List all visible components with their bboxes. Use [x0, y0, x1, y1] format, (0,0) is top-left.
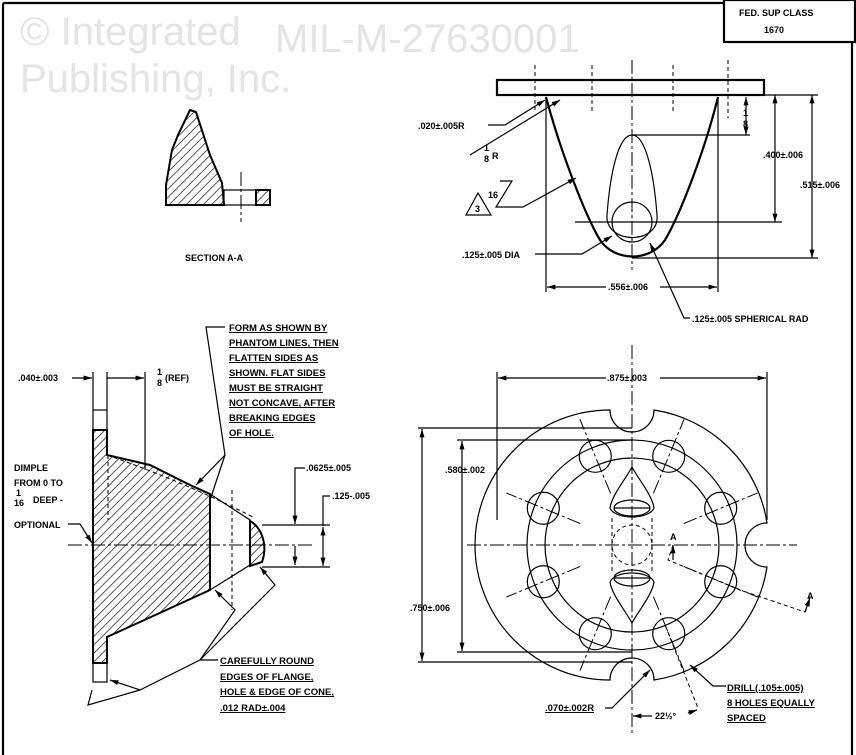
watermark-line-2: Publishing, Inc. — [20, 57, 291, 101]
hole-centerline — [506, 565, 581, 598]
section-mark-a: A — [807, 591, 814, 601]
notch-radius-label: .070±.002R — [545, 703, 594, 714]
dimple-note-line: DIMPLE — [14, 463, 48, 473]
dim-040: .040±.003 — [18, 373, 58, 383]
dim-580: .580±.002 — [445, 465, 485, 475]
section-mark-a: A — [670, 532, 677, 542]
dimple-note-line: DEEP - — [33, 495, 63, 505]
section-a-a-label: SECTION A-A — [185, 253, 244, 263]
hole-centerline — [506, 492, 581, 525]
watermark-line-3: MIL-M-27630001 — [275, 17, 580, 61]
form-note-line: BREAKING EDGES — [229, 413, 316, 424]
spherical-rad-label: .125±.005 SPHERICAL RAD — [692, 314, 809, 324]
form-note-line: FORM AS SHOWN BY — [229, 323, 328, 334]
dim-750: .750±.006 — [410, 603, 450, 613]
bolt-hole — [704, 565, 738, 599]
title-class-label: FED. SUP CLASS — [739, 8, 813, 18]
finish-triangle-icon — [464, 191, 493, 216]
dim-eighth-den: 8 — [743, 119, 748, 129]
finish-value: 16 — [488, 190, 498, 200]
finish-symbol: 3 — [475, 204, 480, 214]
dim-125: .125-.005 — [332, 491, 370, 501]
round-note-line: EDGES OF FLANGE, — [220, 672, 313, 683]
watermark: © Integrated Publishing, Inc. MIL-M-2763… — [20, 10, 580, 101]
drill-note-line: DRILL(.105±.005) — [727, 683, 804, 694]
round-note-line: CAREFULLY ROUND — [220, 656, 314, 667]
ref-label: (REF) — [165, 373, 189, 383]
form-note: FORM AS SHOWN BY PHANTOM LINES, THEN FLA… — [229, 323, 339, 439]
hole-centerline — [652, 419, 685, 494]
dimple-den: 16 — [14, 498, 24, 508]
eighth-radius-unit: R — [492, 151, 499, 161]
form-note-line: MUST BE STRAIGHT — [229, 383, 323, 394]
eighth-radius-den: 8 — [484, 154, 489, 164]
dimple-num: 1 — [16, 488, 21, 498]
round-note-line: HOLE & EDGE OF CONE, — [220, 687, 334, 698]
bolt-hole — [526, 491, 560, 525]
ref-den: 8 — [157, 378, 162, 388]
dim-eighth-num: 1 — [743, 108, 748, 118]
hole-dia-label: .125±.005 DIA — [462, 250, 520, 260]
dimple-note-line: OPTIONAL — [14, 520, 61, 530]
top-view: 1 8 .400±.006 .515±.006 .556±.006 .020±.… — [418, 60, 840, 324]
bolt-hole — [578, 617, 612, 651]
hole-centerline — [579, 596, 612, 671]
bolt-holes — [506, 419, 758, 671]
side-section-view: .040±.003 1 8 (REF) FORM AS SHOWN BY PHA… — [14, 323, 370, 714]
dimple-note: DIMPLE FROM 0 TO 1 16 DEEP - OPTIONAL — [14, 463, 63, 530]
eighth-radius-num: 1 — [484, 143, 489, 153]
round-note: CAREFULLY ROUND EDGES OF FLANGE, HOLE & … — [220, 656, 334, 714]
form-note-line: FLATTEN SIDES AS — [229, 353, 318, 364]
drill-note-line: 8 HOLES EQUALLY — [727, 698, 815, 709]
hole-centerline — [579, 419, 612, 494]
section-a-a-view: SECTION A-A — [165, 108, 271, 263]
flange-outline — [474, 409, 768, 681]
dimple-note-line: FROM 0 TO — [14, 478, 63, 488]
dim-515: .515±.006 — [800, 180, 840, 190]
angle-label: 22½° — [655, 711, 677, 721]
dim-0625: .0625±.005 — [306, 463, 351, 473]
title-block: FED. SUP CLASS 1670 — [722, 0, 856, 44]
bolt-hole — [652, 617, 686, 651]
form-note-line: PHANTOM LINES, THEN — [229, 338, 339, 349]
bolt-hole — [704, 491, 738, 525]
round-note-line: .012 RAD±.004 — [220, 703, 286, 714]
fillet-radius-label: .020±.005R — [418, 121, 465, 131]
ref-num: 1 — [157, 367, 162, 377]
bolt-hole — [652, 439, 686, 473]
title-class-number: 1670 — [764, 25, 784, 35]
watermark-line-1: © Integrated — [20, 10, 241, 54]
dim-875: .875±.003 — [607, 373, 647, 383]
form-note-line: SHOWN. FLAT SIDES — [229, 368, 325, 379]
drill-note: DRILL(.105±.005) 8 HOLES EQUALLY SPACED — [727, 683, 815, 724]
hole-centerline — [683, 492, 758, 525]
front-view: .875±.003 .580±.002 .750±.006 A A .070±.… — [410, 345, 815, 735]
bolt-hole — [526, 565, 560, 599]
dim-556: .556±.006 — [608, 282, 648, 292]
form-note-line: NOT CONCAVE, AFTER — [229, 398, 335, 409]
form-note-line: OF HOLE. — [229, 428, 274, 439]
drill-note-line: SPACED — [727, 713, 766, 724]
dim-400: .400±.006 — [763, 150, 803, 160]
